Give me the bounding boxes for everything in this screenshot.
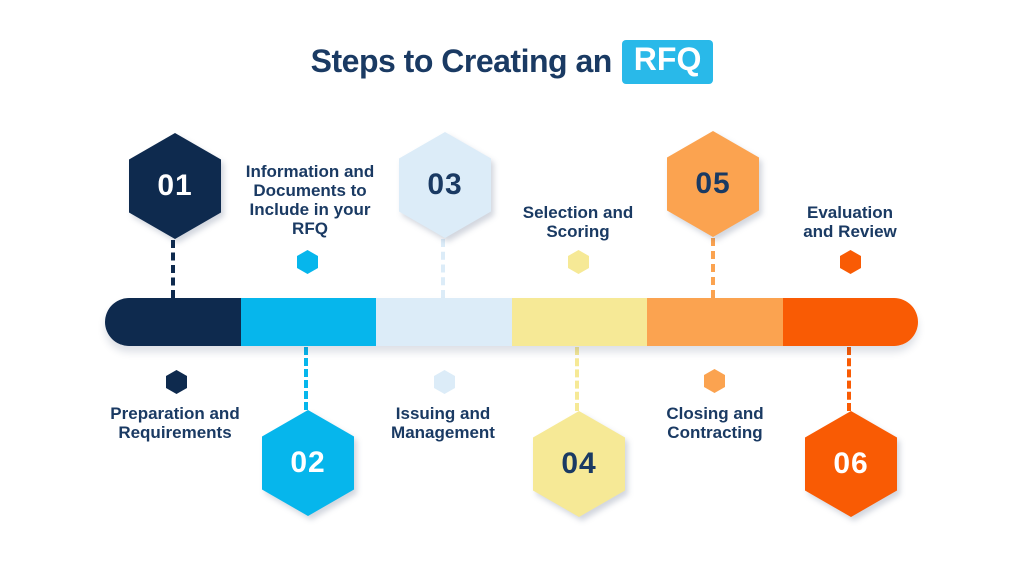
step-03-hexagon-shape: 03 [399,132,491,238]
step-06-hexagon: 06 [805,411,897,517]
step-06-hexagon-shape: 06 [805,411,897,517]
step-04-hexagon: 04 [533,411,625,517]
step-03-number: 03 [427,168,463,201]
page-title: Steps to Creating an [310,43,613,80]
step-03-label: Issuing and Management [391,404,495,442]
step-05-number: 05 [695,167,731,200]
step-02-label: Information and Documents to Include in … [245,162,375,238]
step-01-connector-line [171,240,175,298]
step-05-label: Closing and Contracting [666,404,764,442]
step-06-marker-hexagon-icon [840,250,861,274]
bar-segment-1 [105,298,241,346]
title-row: Steps to Creating an RFQ [0,40,1024,84]
step-06-label: Evaluation and Review [803,203,897,241]
step-05-hexagon: 05 [667,131,759,237]
step-02-marker-hexagon-icon [297,250,318,274]
step-01-number: 01 [157,169,193,202]
step-02-number: 02 [290,446,326,479]
title-highlight-rfq: RFQ [621,40,714,84]
step-02-hexagon-shape: 02 [262,410,354,516]
bar-segment-3 [376,298,512,346]
step-02-connector-line [304,347,308,410]
step-04-connector-line [575,347,579,411]
step-01-label: Preparation and Requirements [110,404,240,442]
step-01-hexagon-shape: 01 [129,133,221,239]
bar-segment-2 [240,298,376,346]
step-01-hexagon: 01 [129,133,221,239]
step-04-hexagon-shape: 04 [533,411,625,517]
step-02-hexagon: 02 [262,410,354,516]
bar-segment-6 [782,298,918,346]
bar-segment-5 [647,298,783,346]
step-03-connector-line [441,239,445,298]
step-01-marker-hexagon-icon [166,370,187,394]
step-04-label: Selection and Scoring [522,203,634,241]
step-04-number: 04 [561,447,597,480]
step-03-hexagon: 03 [399,132,491,238]
step-06-connector-line [847,347,851,411]
step-05-hexagon-shape: 05 [667,131,759,237]
step-05-marker-hexagon-icon [704,369,725,393]
step-03-marker-hexagon-icon [434,370,455,394]
step-04-marker-hexagon-icon [568,250,589,274]
timeline-bar [105,298,918,346]
bar-segment-4 [511,298,647,346]
step-06-number: 06 [833,447,869,480]
step-05-connector-line [711,238,715,298]
